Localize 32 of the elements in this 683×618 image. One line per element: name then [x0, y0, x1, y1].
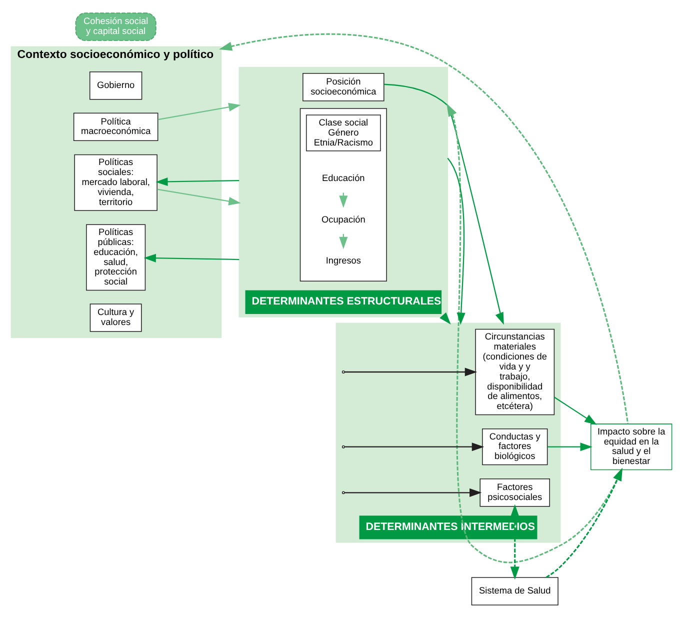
arrow — [384, 84, 504, 325]
node-text: Ocupación — [322, 214, 366, 224]
arrow — [156, 177, 240, 186]
arrow — [446, 103, 622, 564]
node-box: Clase social Género Etnia/Racismo — [306, 114, 381, 152]
node-box: Sistema de Salud — [471, 577, 558, 606]
node-box: Posición socioeconómica — [302, 73, 384, 102]
cluster — [300, 108, 387, 282]
node-box: Circunstancias materiales (condiciones de vida y y trabajo, disponibilidad de alimentos, etcétera) — [475, 328, 555, 416]
node-text: Ingresos — [326, 256, 361, 266]
arrow — [447, 158, 466, 325]
node-box: Políticas sociales: mercado laboral, vivienda, territorio — [74, 154, 158, 211]
arrow — [218, 33, 629, 424]
node-box: Cultura y valores — [90, 304, 142, 332]
node-box: Factores psicosociales — [480, 478, 550, 507]
arrow — [158, 102, 241, 120]
arrow — [344, 442, 484, 452]
arrow — [546, 468, 622, 578]
node-box: Impacto sobre la equidad en la salud y el bienestar — [590, 424, 672, 470]
arrow — [344, 368, 478, 376]
arrow — [510, 504, 520, 580]
node-text: Educación — [322, 173, 365, 184]
arrow — [144, 254, 240, 262]
arrow — [157, 188, 241, 206]
arrow — [547, 442, 592, 452]
node-box: Conductas y factores biológicos — [482, 428, 548, 466]
node-box: Política macroeconómica — [73, 112, 158, 141]
arrow — [554, 396, 597, 425]
node-box: Políticas públicas: educación, salud, protección social — [86, 224, 146, 291]
node-box: Gobierno — [89, 71, 142, 100]
node-box: Cohesión social y capital social — [75, 12, 156, 41]
arrow — [344, 488, 482, 497]
